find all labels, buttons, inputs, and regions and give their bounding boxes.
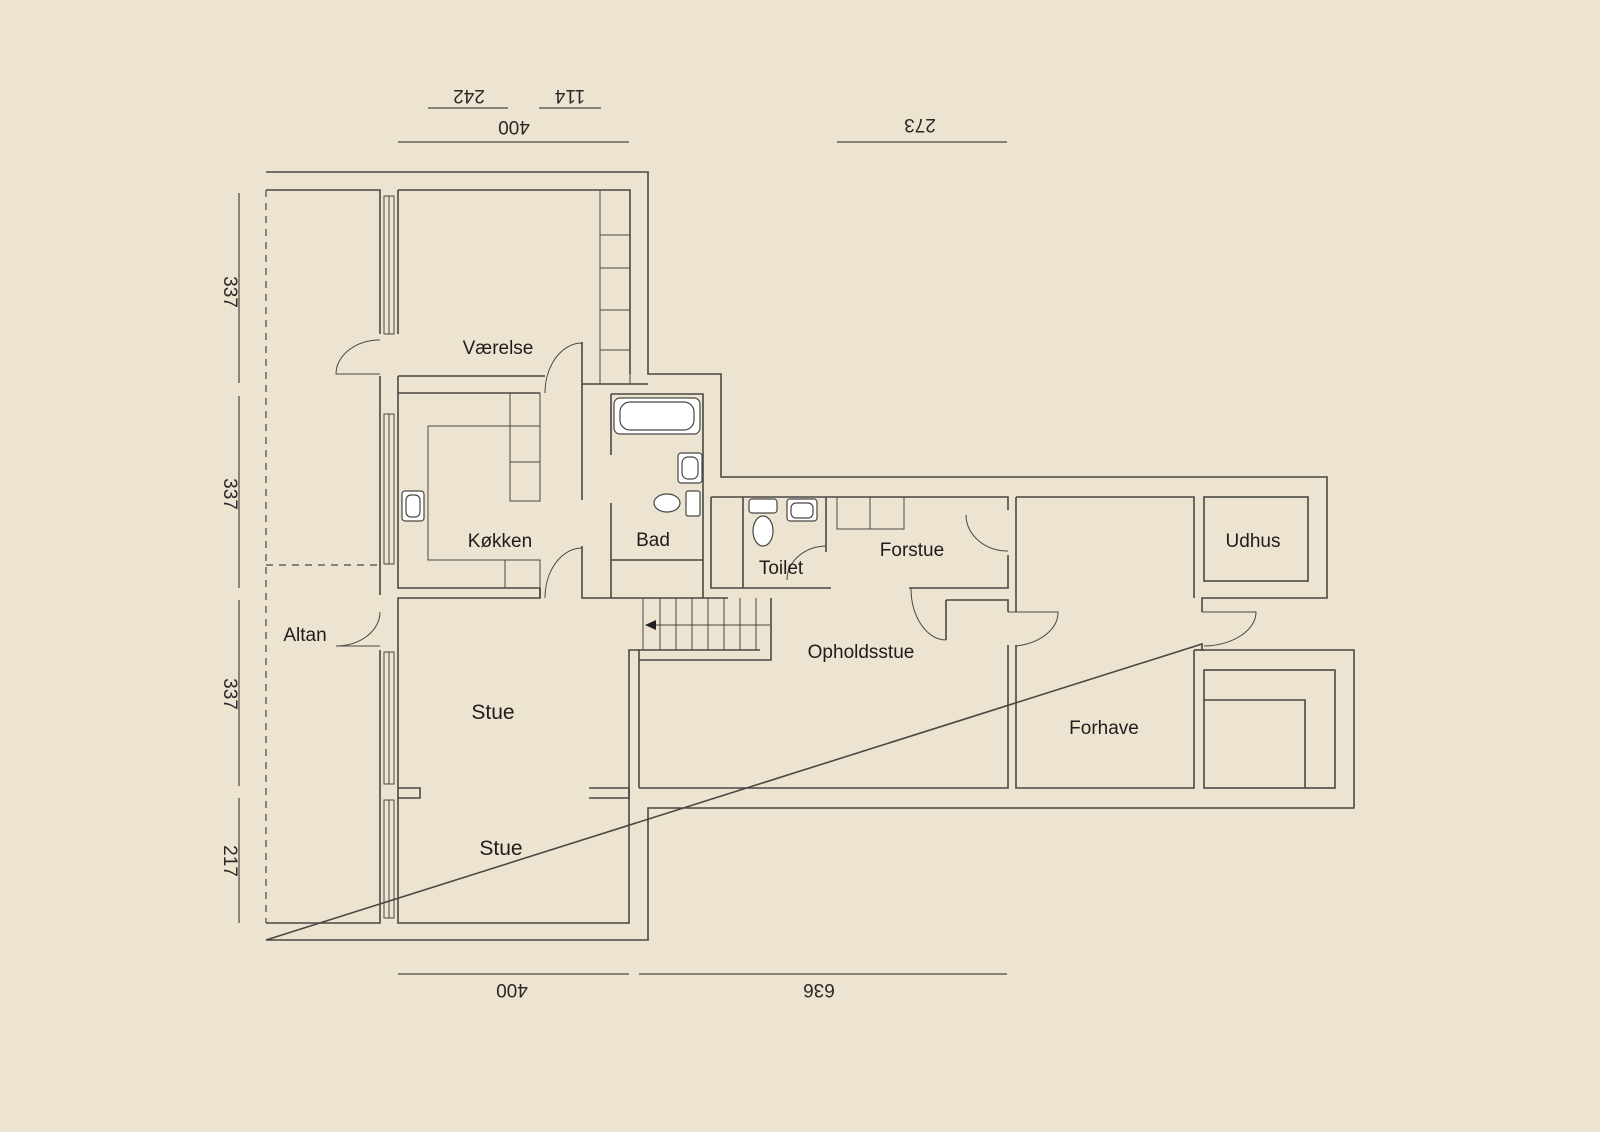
kitchen-upper-cabinet	[509, 392, 541, 502]
door-forstue-ext	[965, 514, 1009, 552]
annex-outer	[1203, 669, 1336, 789]
room-labels: Værelse Køkken Bad Toilet Forstue Udhus …	[283, 338, 1280, 860]
wall-vaerelse-door-jamb	[581, 342, 648, 385]
wall-forhave-top	[1016, 496, 1195, 598]
room-label-opholdsstue: Opholdsstue	[808, 642, 915, 663]
room-label-forstue: Forstue	[880, 540, 944, 561]
dim-text-636: 636	[803, 979, 835, 1000]
room-label-udhus: Udhus	[1226, 531, 1281, 552]
room-label-toilet: Toilet	[759, 558, 804, 579]
dim-text-217: 217	[219, 845, 240, 877]
room-label-kokken: Køkken	[468, 531, 532, 552]
wall-forstue-bottom	[909, 555, 1009, 589]
outer-wall-top	[266, 171, 1328, 612]
wall-kokken-door-right	[581, 546, 728, 599]
fixtures	[401, 397, 818, 547]
wardrobe-vaerelse	[599, 189, 631, 385]
exterior-walls	[265, 171, 1355, 941]
dim-text-337-c: 337	[219, 678, 240, 710]
dim-text-337-b: 337	[219, 478, 240, 510]
toilet-wc	[752, 515, 774, 547]
room-label-stue-upper: Stue	[471, 701, 514, 724]
door-vaerelse	[544, 342, 583, 394]
room-label-altan: Altan	[283, 625, 326, 646]
room-label-stue-lower: Stue	[479, 837, 522, 860]
room-label-forhave: Forhave	[1069, 718, 1139, 739]
wall-toilet-left	[710, 497, 831, 589]
udhus-box	[1203, 496, 1309, 582]
wall-forstue-lower	[946, 599, 1009, 612]
door-forstue	[910, 587, 947, 641]
dimension-texts: 242 114 400 273 337 337 337 217 400 636	[219, 85, 936, 1000]
wall-opholdsstue	[639, 645, 1009, 789]
wall-bad	[611, 393, 704, 598]
door-kokken	[544, 547, 583, 599]
stair-treads	[642, 598, 772, 650]
dim-text-114: 114	[554, 85, 585, 106]
wall-left-top	[266, 189, 381, 334]
wall-kokken-top	[397, 375, 545, 394]
room-label-vaerelse: Værelse	[463, 338, 534, 359]
staircase	[642, 598, 772, 650]
door-stue-altan	[335, 611, 381, 647]
interior-walls	[266, 189, 1336, 924]
door-udhus	[1202, 611, 1257, 647]
dim-text-242: 242	[453, 85, 485, 106]
wall-forhave-left	[1015, 497, 1195, 789]
dim-text-bottom-400: 400	[496, 979, 528, 1000]
door-toilet	[786, 545, 827, 581]
windows	[383, 195, 395, 919]
wall-toilet-top	[711, 496, 1009, 510]
dim-text-273: 273	[904, 114, 936, 135]
stair-arrow-head	[645, 620, 656, 630]
annex-inner	[1204, 699, 1306, 788]
door-forhave	[1008, 611, 1059, 647]
wall-stue-east	[628, 649, 640, 798]
dimension-lines	[238, 107, 1007, 975]
dim-text-top-400: 400	[498, 116, 530, 137]
wall-left-bottom	[266, 650, 381, 924]
cabinets	[427, 189, 905, 589]
door-vaerelse-altan	[335, 339, 381, 375]
wall-stue-divider-right	[589, 787, 630, 799]
kitchen-lower-cabinet	[504, 559, 541, 589]
room-label-bad: Bad	[636, 530, 670, 551]
wall-kokken-left	[397, 393, 630, 924]
doors	[335, 339, 1257, 647]
toilet-bad	[653, 493, 681, 513]
wall-stue-divider-left	[398, 787, 421, 799]
outer-wall-bottom	[265, 642, 1355, 941]
wall-stair-landing	[639, 598, 772, 661]
dim-text-337-a: 337	[219, 276, 240, 308]
toilet-tank	[748, 498, 778, 514]
